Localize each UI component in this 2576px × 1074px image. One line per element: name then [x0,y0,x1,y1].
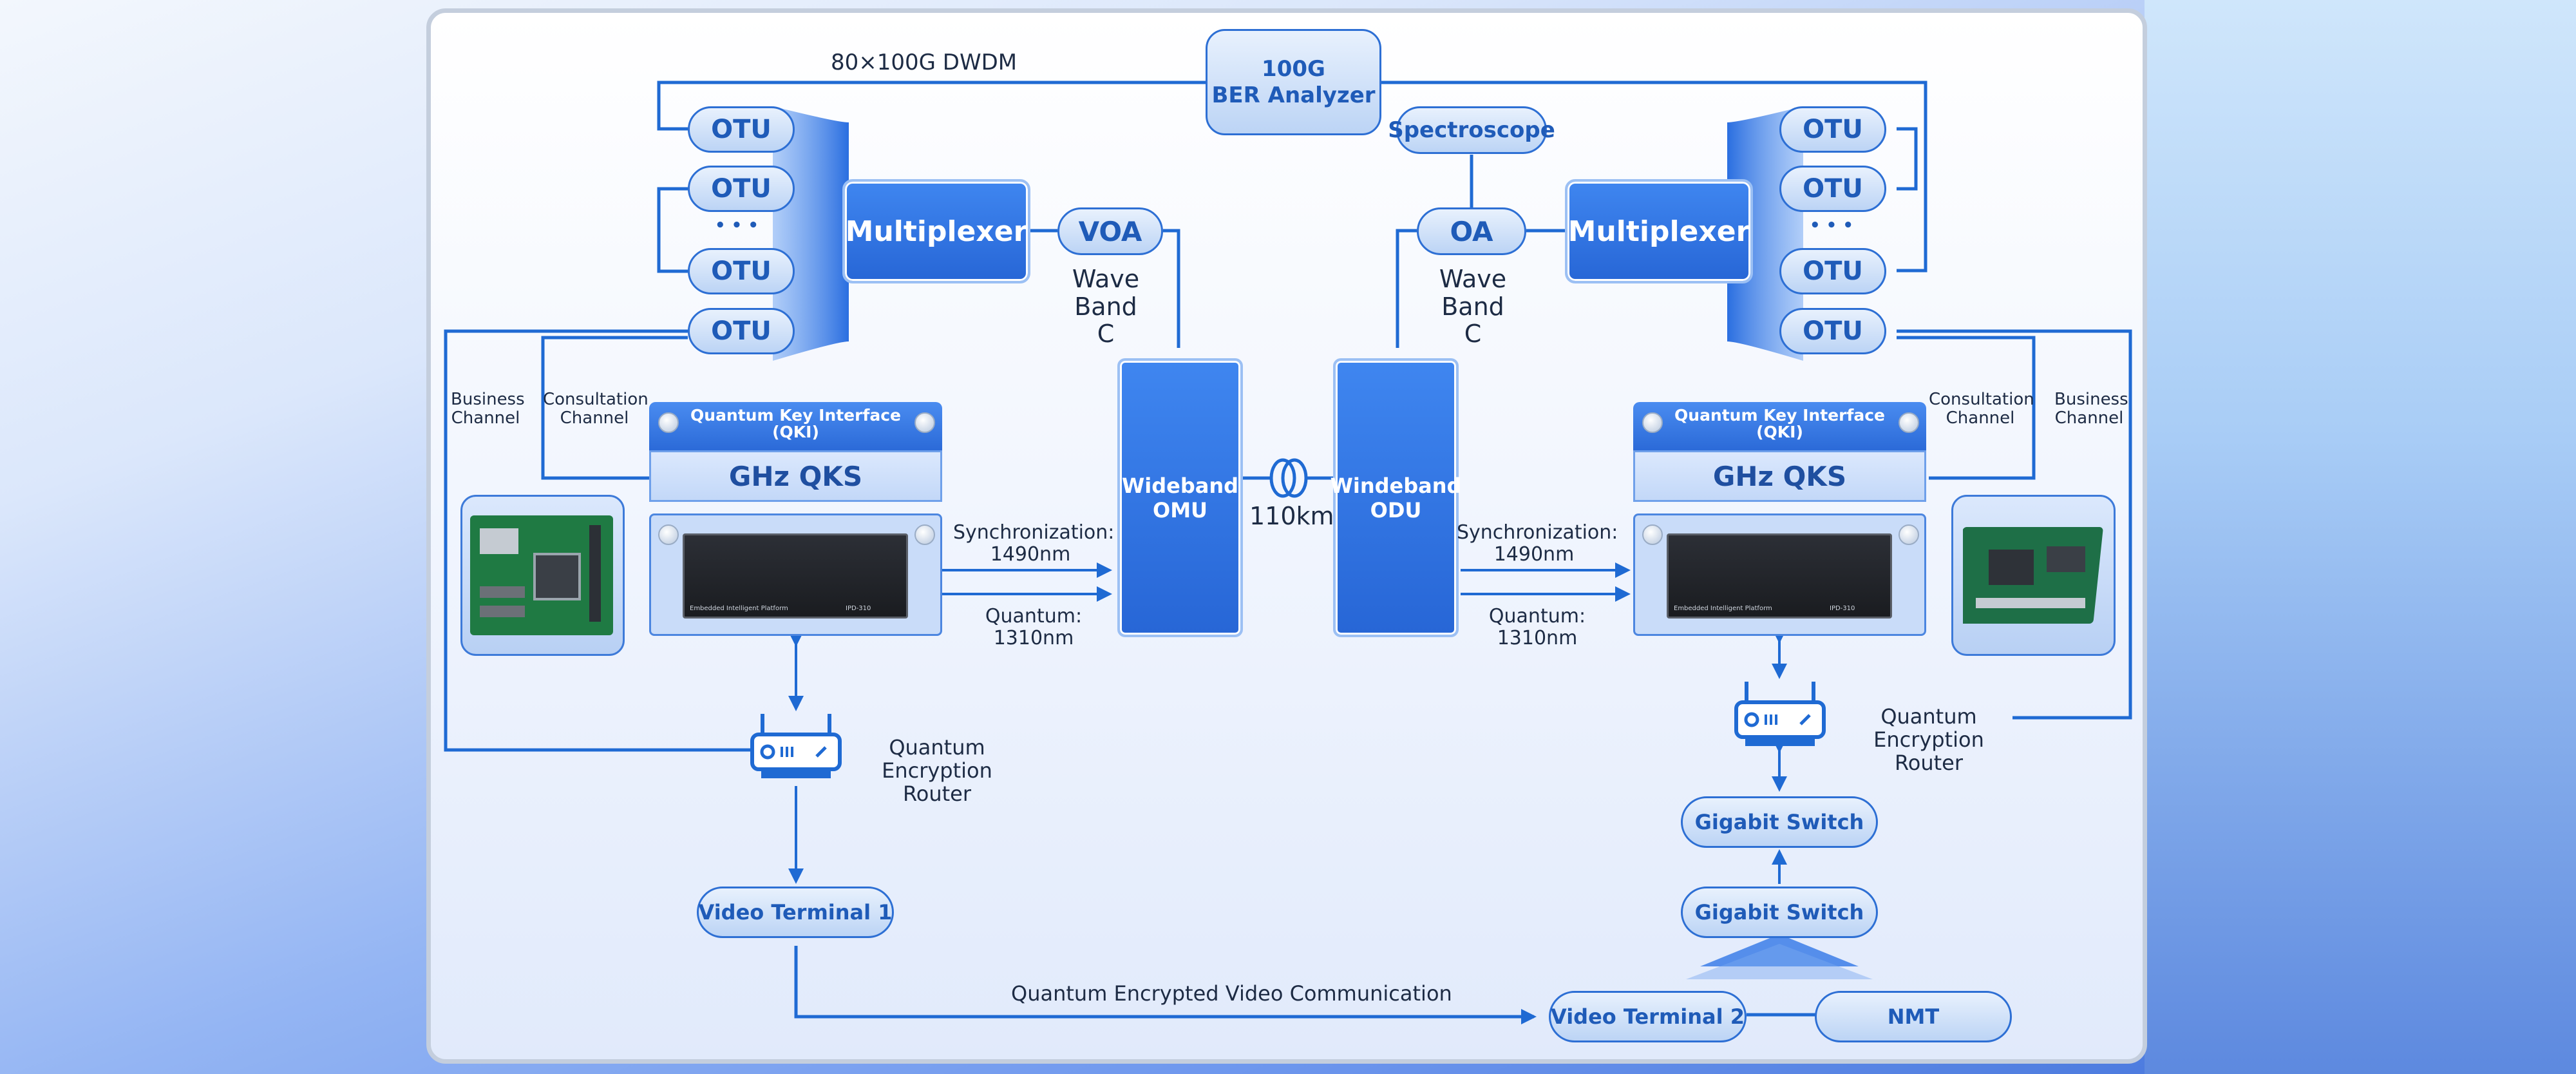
left-server-brand: Embedded Intelligent Platform [690,605,788,612]
background-right [2145,0,2576,1074]
right-server-model: IPD-310 [1830,605,1855,612]
left-otu-4[interactable]: OTU [688,308,795,354]
right-consultation-line [1897,336,2036,480]
right-business-channel: Business Channel [2054,390,2128,428]
right-otu-1[interactable]: OTU [1779,106,1886,153]
left-otu-ellipsis: • • • [715,216,759,235]
oa-box[interactable]: OA [1417,207,1526,255]
right-otu-fan [1727,106,1803,361]
left-screw-icon [914,524,935,545]
wideband-omu[interactable]: Wideband OMU [1117,358,1243,637]
left-router-icon[interactable] [748,710,844,782]
fiber-coil-icon [1269,458,1308,498]
video-terminal-1[interactable]: Video Terminal 1 [697,887,894,938]
right-router-icon[interactable] [1732,678,1828,750]
right-otu-bracket [1897,127,1918,191]
windeband-odu[interactable]: Windeband ODU [1331,358,1461,637]
right-qks-box[interactable]: GHz QKS [1633,450,1926,502]
left-qki-title: Quantum Key Interface (QKI) [690,406,901,442]
right-screw-icon [1642,412,1663,433]
left-business-channel: Business Channel [451,390,525,428]
left-screw-icon [914,412,935,433]
left-wave-band: Wave Band C [1072,265,1140,349]
left-otu-fan [773,106,849,361]
left-consultation-channel: Consultation Channel [543,390,649,428]
left-qks-box[interactable]: GHz QKS [649,450,942,502]
video-comm-label: Quantum Encrypted Video Communication [1011,981,1452,1006]
right-qki-title: Quantum Key Interface (QKI) [1674,406,1885,442]
voa-omu-line [1163,229,1180,348]
video-comm-line [794,946,1537,1024]
right-qki-header: Quantum Key Interface (QKI) [1633,402,1926,450]
right-wave-band: Wave Band C [1439,265,1507,349]
left-screw-icon [658,524,679,545]
right-screw-icon [1642,524,1663,545]
nmt-box[interactable]: NMT [1815,991,2012,1042]
voa-box[interactable]: VOA [1057,207,1163,255]
distance-label: 110km [1249,502,1334,530]
left-qks-label: GHz QKS [728,460,863,492]
right-server-chassis-icon: Embedded Intelligent Platform IPD-310 [1667,533,1892,619]
right-qks-label: GHz QKS [1712,460,1847,492]
left-otu-2[interactable]: OTU [688,166,795,212]
left-qki-header: Quantum Key Interface (QKI) [649,402,942,450]
right-sync-label: Synchronization: 1490nm [1457,521,1618,566]
gigabit-switch-lower[interactable]: Gigabit Switch [1681,887,1878,938]
nmt-uplink-glow [1700,934,1859,966]
left-server-model: IPD-310 [846,605,871,612]
video-terminal-2[interactable]: Video Terminal 2 [1549,991,1747,1042]
right-otu-ellipsis: • • • [1810,216,1853,235]
dwdm-label: 80×100G DWDM [831,50,1018,75]
left-sync-label: Synchronization: 1490nm [953,521,1115,566]
odu-oa-line [1396,229,1417,348]
right-screw-icon [1899,412,1919,433]
left-multiplexer[interactable]: Multiplexer [842,179,1030,283]
left-motherboard-icon [470,515,613,635]
spectroscope-box[interactable]: Spectroscope [1388,106,1555,154]
left-screw-icon [658,412,679,433]
left-otu-1[interactable]: OTU [688,106,795,153]
left-router-label: Quantum Encryption Router [882,735,992,806]
right-quantum-label: Quantum: 1310nm [1488,605,1586,649]
ber-analyzer-label: 100G BER Analyzer [1211,55,1376,108]
left-business-line [444,329,753,752]
right-otu-4[interactable]: OTU [1779,308,1886,354]
gigabit-switch-upper[interactable]: Gigabit Switch [1681,796,1878,848]
right-screw-icon [1899,524,1919,545]
ber-analyzer-box[interactable]: 100G BER Analyzer [1206,29,1381,135]
left-quantum-label: Quantum: 1310nm [985,605,1083,649]
right-otu-3[interactable]: OTU [1779,248,1886,294]
left-otu-3[interactable]: OTU [688,248,795,294]
right-multiplexer[interactable]: Multiplexer [1565,179,1753,283]
right-otu-2[interactable]: OTU [1779,166,1886,212]
right-module-board-icon [1963,527,2103,624]
right-business-line [1897,329,2132,720]
left-otu-bracket [657,187,688,273]
right-router-label: Quantum Encryption Router [1873,704,1984,775]
right-server-brand: Embedded Intelligent Platform [1674,605,1772,612]
left-server-chassis-icon: Embedded Intelligent Platform IPD-310 [683,533,908,619]
left-consultation-line [541,336,688,480]
dwdm-line-right [1381,81,1927,273]
dwdm-line [657,81,1206,131]
right-consultation-channel: Consultation Channel [1929,390,2034,428]
